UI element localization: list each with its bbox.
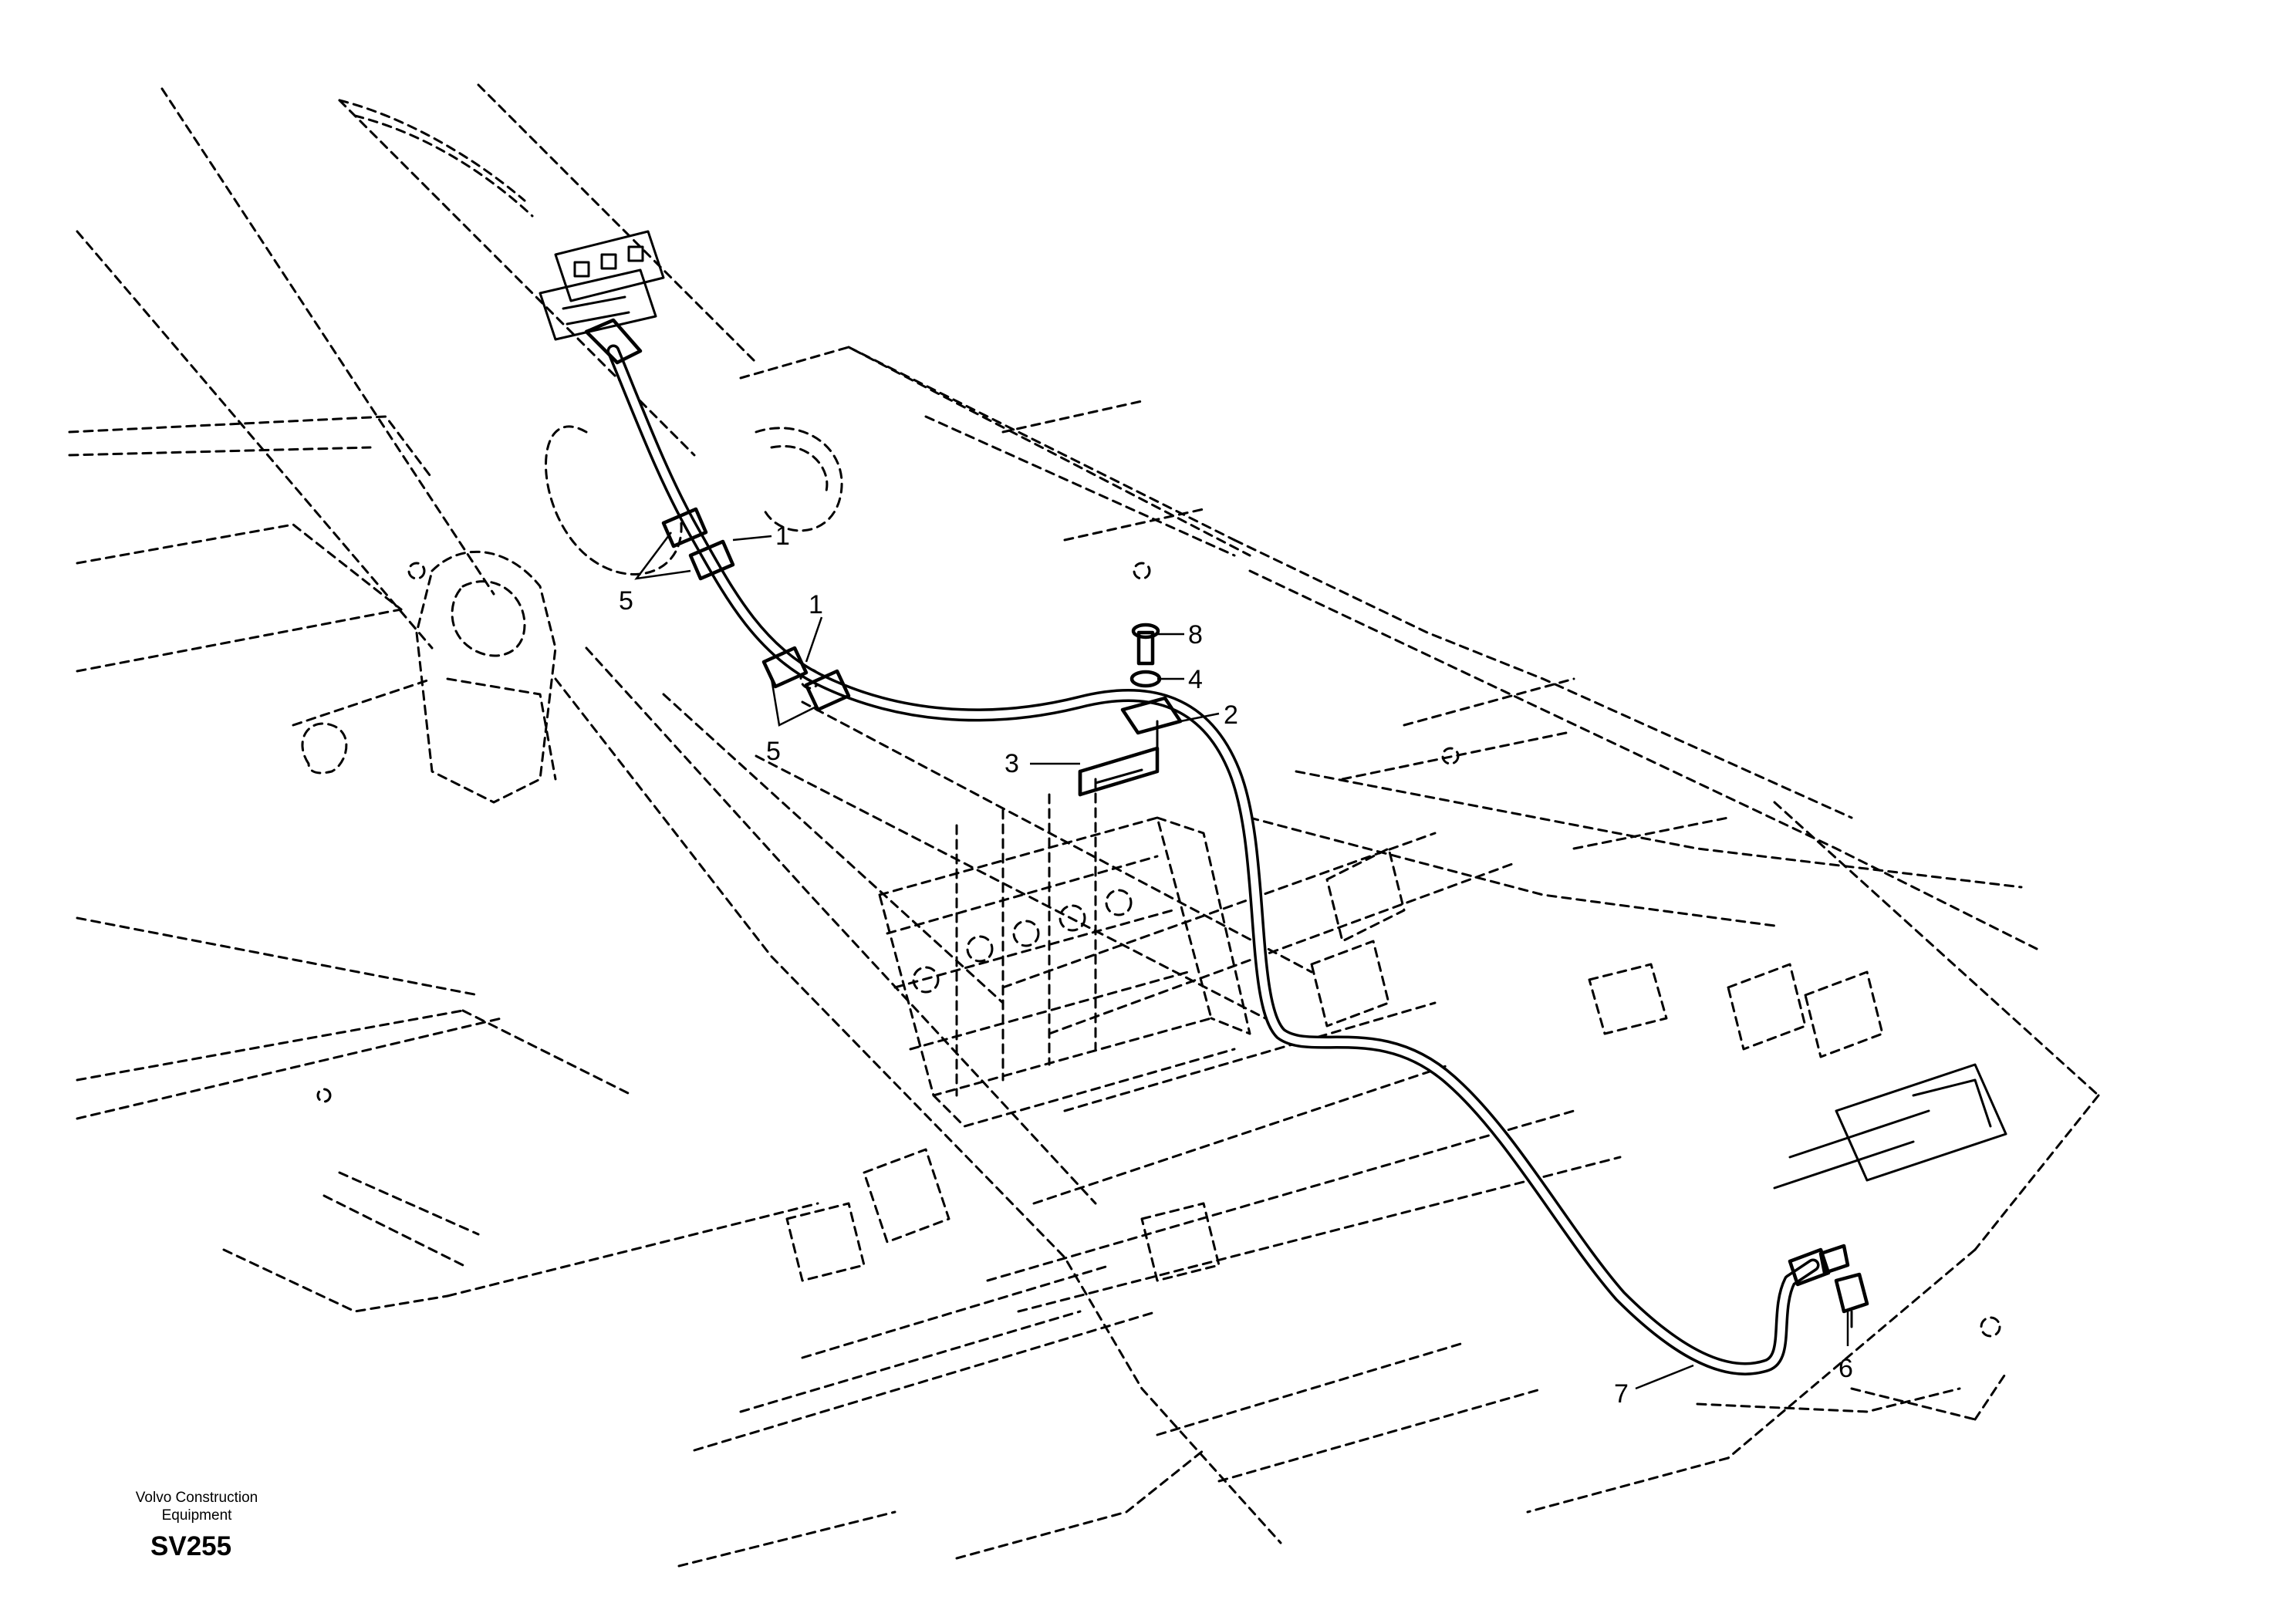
callout-5b: 5 — [766, 737, 781, 766]
brand-block: Volvo Construction Equipment — [93, 1489, 301, 1524]
control-valve-block — [878, 778, 1251, 1128]
boom-fitting-assembly — [539, 230, 665, 365]
bracket-assembly — [1078, 623, 1183, 797]
callout-7: 7 — [1614, 1379, 1629, 1409]
brand-line-1: Volvo Construction — [135, 1490, 258, 1506]
machine-outline — [68, 83, 2100, 1568]
hose-clamp-lower — [761, 646, 851, 712]
callout-4: 4 — [1188, 665, 1203, 694]
brand-line-2: Equipment — [161, 1507, 232, 1524]
callout-8: 8 — [1188, 620, 1203, 650]
callouts: 1 1 5 5 2 3 4 8 6 7 — [619, 521, 1853, 1409]
elbow-fitting — [1773, 1063, 2007, 1328]
callout-2: 2 — [1224, 700, 1238, 730]
leader-lines — [634, 532, 1849, 1390]
drawing-code: SV255 — [150, 1531, 232, 1561]
callout-1b: 1 — [809, 590, 823, 619]
callout-5a: 5 — [619, 586, 633, 616]
hydraulic-hose — [606, 344, 1820, 1375]
callout-6: 6 — [1838, 1354, 1853, 1383]
callout-3: 3 — [1004, 749, 1019, 778]
callout-1a: 1 — [775, 521, 790, 551]
hose-clamp-upper — [661, 507, 735, 581]
